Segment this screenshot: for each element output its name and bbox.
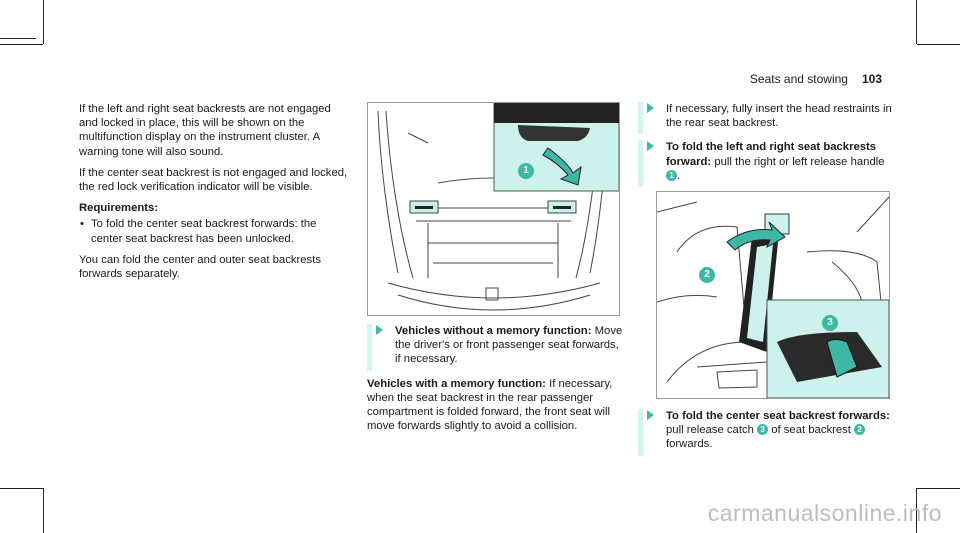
- crop-mark: [916, 0, 917, 44]
- watermark: carmanualsonline.info: [707, 500, 942, 526]
- step-arrow-icon: [647, 410, 654, 420]
- instruction-step: Vehicles without a memory function: Move…: [367, 324, 625, 371]
- requirements-heading: Requirements:: [79, 202, 159, 215]
- callout-2: 2: [854, 424, 866, 436]
- rear-seat-illustration: 2 3: [656, 191, 890, 399]
- step-bar: [638, 409, 643, 456]
- paragraph-heading: Vehicles with a memory function:: [367, 377, 546, 390]
- crop-mark: [0, 488, 43, 489]
- callout-2: 2: [699, 267, 715, 283]
- step-arrow-icon: [376, 325, 383, 335]
- crop-mark: [0, 38, 36, 39]
- step-bar: [638, 140, 643, 188]
- step-text: If necessary, fully insert the head rest…: [666, 103, 892, 130]
- callout-1: 1: [666, 169, 677, 181]
- callout-3: 3: [822, 315, 838, 331]
- step-bar: [638, 102, 643, 135]
- step-text: forwards.: [666, 438, 713, 451]
- left-column: If the left and right seat backrests are…: [79, 102, 349, 288]
- crop-mark: [43, 488, 44, 533]
- callout-3: 3: [757, 424, 769, 436]
- crop-mark: [0, 44, 43, 45]
- right-column: If necessary, fully insert the head rest…: [638, 102, 896, 193]
- step-heading: Vehicles without a memory function:: [395, 325, 592, 337]
- middle-column: Vehicles without a memory function: Move…: [367, 324, 625, 440]
- instruction-step: If necessary, fully insert the head rest…: [638, 102, 896, 135]
- paragraph: If the center seat backrest is not engag…: [79, 166, 348, 194]
- crop-mark: [917, 44, 960, 45]
- step-text: pull release catch: [666, 424, 754, 437]
- paragraph: If necessary, when the seat backrest in …: [367, 377, 613, 433]
- step-bar: [367, 324, 372, 371]
- step-arrow-icon: [647, 103, 654, 113]
- section-title: Seats and stowing: [749, 72, 848, 86]
- running-header: Seats and stowing 103: [750, 72, 882, 86]
- rear-seat-drawing: [657, 196, 889, 398]
- step-text: of seat backrest: [771, 424, 851, 437]
- step-arrow-icon: [647, 141, 654, 152]
- instruction-step: To fold the left and right seat backrest…: [638, 140, 896, 188]
- requirement-item: To fold the center seat backrest forward…: [79, 217, 349, 245]
- trunk-illustration: 1: [367, 102, 620, 316]
- paragraph: If the left and right seat backrests are…: [79, 103, 331, 158]
- step-heading: To fold the left and right seat backrest…: [666, 141, 877, 168]
- trunk-drawing: [377, 103, 619, 311]
- instruction-step: To fold the center seat backrest forward…: [638, 409, 896, 456]
- crop-mark: [917, 488, 960, 489]
- step-heading: To fold the center seat backrest forward…: [666, 410, 890, 422]
- step-text: Move the driver's or front passenger sea…: [395, 325, 623, 366]
- step-text: pull the right or left release handle: [714, 155, 885, 168]
- callout-1: 1: [518, 163, 534, 179]
- page-number: 103: [861, 72, 882, 86]
- right-column-bottom: To fold the center seat backrest forward…: [638, 409, 896, 462]
- crop-mark: [43, 0, 44, 44]
- crop-mark: [916, 488, 917, 533]
- paragraph: You can fold the center and outer seat b…: [79, 253, 321, 281]
